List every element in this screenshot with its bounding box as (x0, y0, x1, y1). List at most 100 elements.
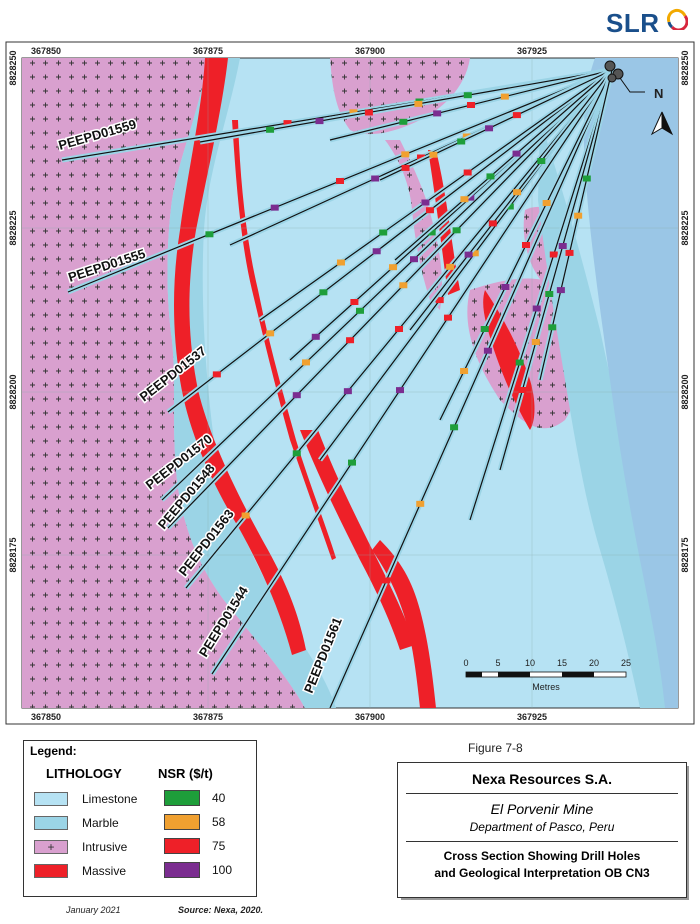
legend-label: 40 (212, 791, 226, 805)
scale-tick-label: 15 (557, 658, 567, 668)
assay-interval (444, 314, 452, 321)
nsr-58-swatch (164, 814, 200, 830)
drill-hole-axis (499, 69, 613, 471)
assay-interval (302, 359, 310, 366)
assay-interval (292, 392, 301, 399)
assay-interval (315, 118, 324, 125)
figure-title-line1: Cross Section Showing Drill Holes (443, 849, 641, 863)
assay-interval (343, 388, 352, 395)
nsr-40-swatch (164, 790, 200, 806)
legend-title: Legend: (30, 744, 77, 758)
assay-interval (532, 305, 541, 312)
y-tick-label-right: 8828175 (680, 537, 690, 572)
assay-interval (399, 118, 408, 125)
assay-interval (501, 284, 510, 290)
legend-label: Marble (82, 816, 119, 830)
assay-interval (266, 126, 275, 133)
scale-unit: Metres (532, 682, 560, 692)
lithology-heading: LITHOLOGY (46, 766, 122, 781)
scale-tick-label: 0 (463, 658, 468, 668)
assay-interval (319, 289, 328, 296)
assay-interval (336, 259, 345, 266)
assay-interval (515, 359, 524, 366)
assay-interval (488, 220, 497, 227)
assay-interval (466, 194, 475, 201)
y-tick-label-left: 8828250 (8, 50, 18, 85)
assay-interval (522, 242, 530, 248)
limestone-swatch (34, 792, 68, 806)
assay-interval (414, 100, 423, 107)
assay-interval (500, 93, 509, 100)
scale-tick-label: 10 (525, 658, 535, 668)
assay-interval (429, 151, 438, 158)
assay-interval (346, 337, 355, 344)
assay-interval (389, 264, 398, 271)
assay-interval (505, 203, 514, 210)
assay-interval (435, 297, 444, 304)
assay-interval (395, 326, 403, 332)
figure-label: Figure 7-8 (468, 741, 523, 755)
assay-interval (548, 324, 557, 331)
assay-interval (480, 326, 489, 332)
assay-interval (463, 169, 472, 176)
assay-interval (537, 158, 546, 164)
assay-interval (556, 287, 565, 294)
legend: Legend: LITHOLOGY NSR ($/t) Limestone Ma… (23, 740, 257, 897)
assay-interval (371, 175, 380, 182)
massive-vein-central (300, 430, 415, 650)
drill-hole-axis (329, 69, 613, 708)
intrusive-west-zone (22, 58, 305, 708)
assay-interval (427, 229, 436, 236)
nsr-100-swatch (164, 862, 200, 878)
legend-label: Intrusive (82, 840, 128, 854)
assay-interval (416, 500, 425, 507)
assay-interval (470, 250, 479, 257)
assay-interval (549, 251, 558, 258)
intrusive-swatch: + (34, 840, 68, 854)
marble-west-band (167, 58, 336, 708)
massive-vein-south (372, 540, 436, 708)
y-tick-label-right: 8828250 (680, 50, 690, 85)
drill-hole-axis (167, 69, 613, 529)
x-tick-label-top: 367925 (517, 46, 547, 56)
assay-interval (485, 125, 494, 132)
x-tick-label-top: 367900 (355, 46, 385, 56)
logo-text: SLR (606, 8, 660, 38)
assay-interval (460, 196, 469, 203)
assay-interval (241, 512, 250, 519)
x-tick-label-bottom: 367900 (355, 712, 385, 722)
department-name: Department of Pasco, Peru (469, 820, 615, 834)
assay-interval (348, 459, 356, 466)
assay-interval (349, 109, 358, 116)
assay-interval (379, 229, 388, 236)
assay-interval (396, 387, 404, 394)
intrusive-dyke (385, 140, 443, 310)
logo-swirl-icon (666, 8, 688, 30)
assay-interval (518, 387, 527, 393)
y-tick-label-left: 8828225 (8, 210, 18, 245)
nsr-75-swatch (164, 838, 200, 854)
figure-title-line2: and Geological Interpretation OB CN3 (434, 866, 650, 880)
assay-interval (372, 248, 381, 255)
drill-hole-axis (161, 69, 613, 501)
assay-interval (512, 112, 521, 119)
legend-label: Massive (82, 864, 127, 878)
drill-hole-axis (394, 69, 613, 261)
source-label: Source: Nexa, 2020. (178, 905, 264, 915)
assay-interval (382, 577, 391, 584)
x-tick-label-bottom: 367875 (193, 712, 223, 722)
assay-interval (399, 282, 408, 289)
assay-interval (460, 368, 469, 374)
legend-label: Limestone (82, 792, 138, 806)
drill-hole-axis (259, 69, 613, 321)
drill-hole-axis (469, 69, 613, 521)
assay-interval (486, 173, 495, 180)
assay-interval (336, 178, 344, 184)
scale-tick-label: 25 (621, 658, 631, 668)
assay-interval (417, 154, 425, 161)
north-arrow-icon: N (650, 86, 674, 136)
title-divider (406, 793, 678, 794)
assay-interval (531, 339, 540, 345)
date-label: January 2021 (66, 905, 121, 915)
